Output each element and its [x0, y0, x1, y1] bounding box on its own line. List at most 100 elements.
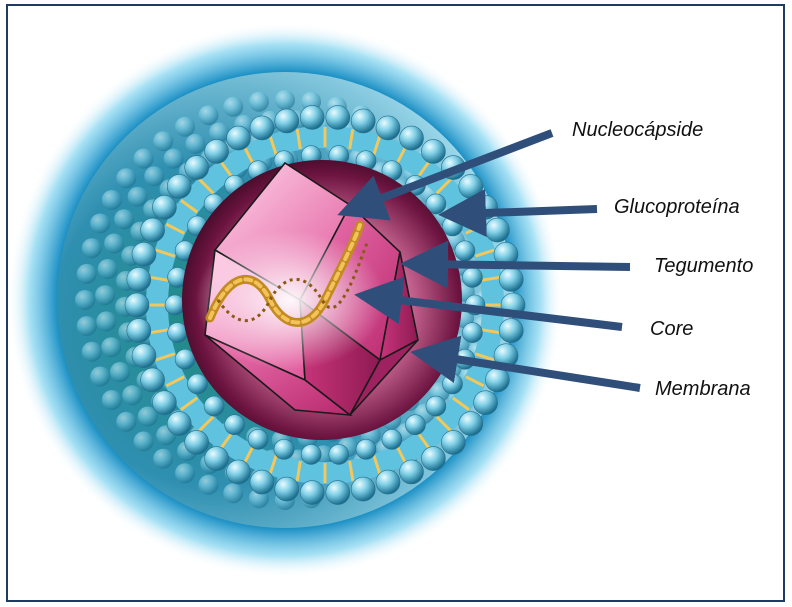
- glycoprotein-sphere: [499, 267, 523, 291]
- glycoprotein-sphere: [275, 109, 299, 133]
- glycoprotein-sphere: [485, 368, 509, 392]
- glycoprotein-sphere: [499, 319, 523, 343]
- glycoprotein-sphere: [421, 447, 445, 471]
- glycoprotein-sphere: [132, 344, 156, 368]
- surface-bump: [199, 105, 219, 125]
- surface-bump: [75, 290, 95, 310]
- surface-bump: [175, 117, 195, 137]
- surface-bump: [185, 134, 205, 154]
- glycoprotein-sphere: [188, 374, 208, 394]
- glycoprotein-sphere: [376, 470, 400, 494]
- surface-bump: [144, 166, 164, 186]
- surface-bump: [110, 362, 130, 382]
- glycoprotein-sphere: [167, 412, 191, 436]
- glycoprotein-sphere: [326, 105, 350, 129]
- glycoprotein-sphere: [227, 126, 251, 150]
- label-glucoproteina: Glucoproteína: [614, 196, 740, 219]
- glycoprotein-sphere: [225, 415, 245, 435]
- glycoprotein-sphere: [127, 267, 151, 291]
- glycoprotein-sphere: [329, 444, 349, 464]
- glycoprotein-sphere: [141, 368, 165, 392]
- surface-bump: [116, 412, 136, 432]
- glycoprotein-sphere: [250, 470, 274, 494]
- label-tegumento: Tegumento: [654, 255, 753, 278]
- surface-bump: [77, 316, 97, 336]
- glycoprotein-sphere: [405, 415, 425, 435]
- glycoprotein-sphere: [301, 444, 321, 464]
- glycoprotein-sphere: [167, 174, 191, 198]
- surface-bump: [153, 131, 173, 151]
- surface-bump: [164, 149, 184, 169]
- surface-bump: [82, 342, 102, 362]
- surface-bump: [199, 475, 219, 495]
- label-core: Core: [650, 318, 693, 341]
- glycoprotein-sphere: [274, 439, 294, 459]
- glycoprotein-sphere: [441, 430, 465, 454]
- arrow-glucoproteina: [458, 209, 597, 214]
- glycoprotein-sphere: [382, 429, 402, 449]
- glycoprotein-sphere: [132, 242, 156, 266]
- glycoprotein-sphere: [400, 460, 424, 484]
- surface-bump: [128, 187, 148, 207]
- surface-bump: [102, 190, 122, 210]
- glycoprotein-sphere: [205, 139, 229, 163]
- glycoprotein-sphere: [152, 195, 176, 219]
- label-nucleocapside: Nucleocápside: [572, 119, 703, 142]
- glycoprotein-sphere: [204, 396, 224, 416]
- glycoprotein-sphere: [426, 396, 446, 416]
- glycoprotein-sphere: [185, 430, 209, 454]
- surface-bump: [104, 234, 124, 254]
- surface-bump: [223, 483, 243, 503]
- glycoprotein-sphere: [462, 323, 482, 343]
- surface-bump: [223, 97, 243, 117]
- glycoprotein-sphere: [300, 481, 324, 505]
- surface-bump: [102, 390, 122, 410]
- glycoprotein-sphere: [248, 429, 268, 449]
- arrow-tegumento: [420, 264, 630, 267]
- surface-bump: [134, 149, 154, 169]
- glycoprotein-sphere: [185, 156, 209, 180]
- surface-bump: [114, 209, 134, 229]
- glycoprotein-sphere: [462, 267, 482, 287]
- glycoprotein-sphere: [326, 481, 350, 505]
- glycoprotein-sphere: [356, 439, 376, 459]
- surface-bump: [98, 259, 118, 279]
- glycoprotein-sphere: [152, 391, 176, 415]
- surface-bump: [275, 90, 295, 110]
- surface-bump: [249, 92, 269, 112]
- glycoprotein-sphere: [351, 109, 375, 133]
- surface-bump: [134, 431, 154, 451]
- glycoprotein-sphere: [459, 412, 483, 436]
- glycoprotein-sphere: [400, 126, 424, 150]
- glycoprotein-sphere: [250, 116, 274, 140]
- glycoprotein-sphere: [275, 477, 299, 501]
- glycoprotein-sphere: [421, 139, 445, 163]
- surface-bump: [96, 311, 116, 331]
- label-membrana: Membrana: [655, 378, 751, 401]
- glycoprotein-sphere: [443, 374, 463, 394]
- glycoprotein-sphere: [227, 460, 251, 484]
- surface-bump: [95, 285, 115, 305]
- surface-bump: [82, 238, 102, 258]
- glycoprotein-sphere: [443, 216, 463, 236]
- glycoprotein-sphere: [376, 116, 400, 140]
- glycoprotein-sphere: [165, 295, 185, 315]
- surface-bump: [175, 463, 195, 483]
- surface-bump: [90, 214, 110, 234]
- glycoprotein-sphere: [205, 447, 229, 471]
- glycoprotein-sphere: [125, 293, 149, 317]
- glycoprotein-sphere: [300, 105, 324, 129]
- surface-bump: [122, 385, 142, 405]
- glycoprotein-sphere: [474, 391, 498, 415]
- surface-bump: [153, 449, 173, 469]
- glycoprotein-sphere: [127, 319, 151, 343]
- surface-bump: [90, 367, 110, 387]
- glycoprotein-sphere: [455, 241, 475, 261]
- glycoprotein-sphere: [459, 174, 483, 198]
- glycoprotein-sphere: [485, 218, 509, 242]
- surface-bump: [101, 337, 121, 357]
- glycoprotein-sphere: [141, 218, 165, 242]
- surface-bump: [116, 168, 136, 188]
- surface-bump: [77, 264, 97, 284]
